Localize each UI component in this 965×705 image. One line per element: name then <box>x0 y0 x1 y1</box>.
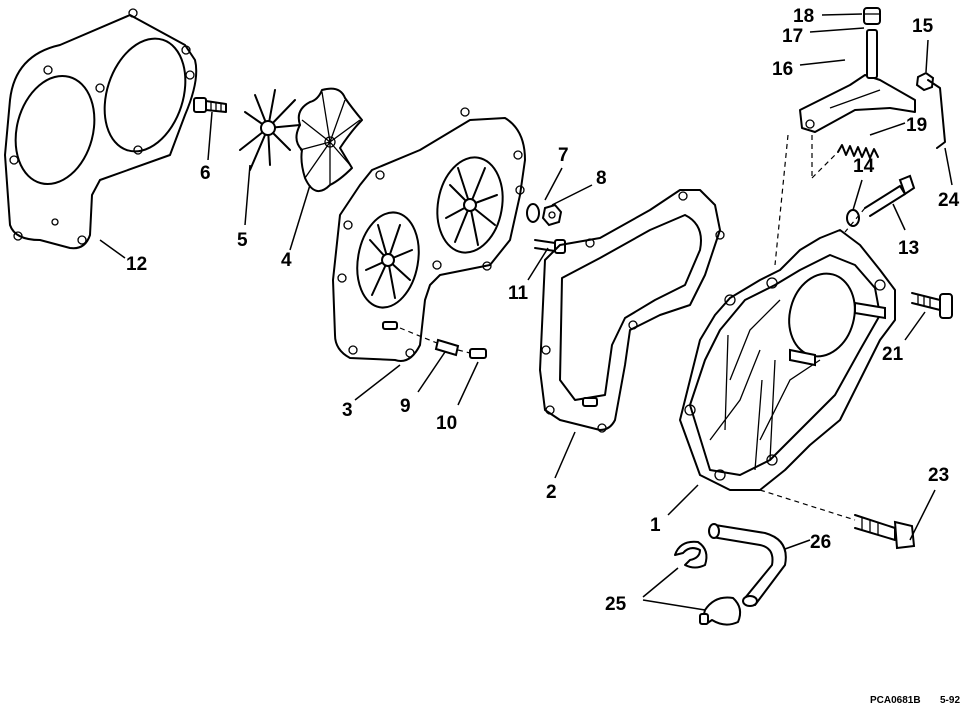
callout-9: 9 <box>400 396 411 417</box>
nut-15 <box>915 71 935 92</box>
callout-13: 13 <box>898 238 919 259</box>
screw-6 <box>193 97 227 113</box>
callout-26: 26 <box>810 532 831 553</box>
callout-14: 14 <box>853 156 875 177</box>
nut-8 <box>541 203 563 227</box>
drawing-code: PCA0681B <box>870 695 921 705</box>
gasket-2 <box>539 189 725 433</box>
callout-4: 4 <box>281 250 292 271</box>
cap-18 <box>863 7 881 25</box>
screw-10 <box>457 348 487 359</box>
callout-10: 10 <box>436 413 457 434</box>
callout-labels: 1 2 3 4 5 6 7 8 9 10 11 12 13 14 15 16 1… <box>126 6 960 615</box>
lever-16 <box>799 74 916 133</box>
callout-24: 24 <box>938 190 960 211</box>
washer-7 <box>526 203 540 223</box>
rod-24 <box>927 79 946 149</box>
callout-3: 3 <box>342 400 353 421</box>
bolt-23 <box>759 489 916 550</box>
spring-19 <box>774 134 879 266</box>
callout-23: 23 <box>928 465 949 486</box>
callout-11: 11 <box>508 283 529 304</box>
clamp-25-lower <box>699 596 742 626</box>
screw-21 <box>911 292 953 319</box>
leader-lines <box>99 13 953 611</box>
callout-5: 5 <box>237 230 248 251</box>
callout-8: 8 <box>596 168 607 189</box>
callout-16: 16 <box>772 59 793 80</box>
callout-15: 15 <box>912 16 934 37</box>
clamp-25-upper <box>674 540 708 569</box>
gasket-12 <box>4 8 198 250</box>
callout-21: 21 <box>882 344 904 365</box>
callout-17: 17 <box>782 26 803 47</box>
bolt-13 <box>864 174 916 217</box>
callout-18: 18 <box>793 6 814 27</box>
callout-1: 1 <box>650 515 661 536</box>
callout-7: 7 <box>558 145 569 166</box>
screw-11 <box>534 239 566 254</box>
reed-valve-5 <box>239 89 301 171</box>
date-code: 5-92 <box>940 695 960 705</box>
pump-body-3 <box>332 107 526 362</box>
hose-26 <box>708 523 787 607</box>
callout-19: 19 <box>906 115 927 136</box>
housing-1 <box>679 229 896 491</box>
callout-2: 2 <box>546 482 557 503</box>
callout-25: 25 <box>605 594 627 615</box>
callout-6: 6 <box>200 163 211 184</box>
diaphragm-4 <box>295 87 363 193</box>
callout-12: 12 <box>126 254 147 275</box>
post-17 <box>866 29 878 79</box>
pin-9 <box>399 327 460 357</box>
